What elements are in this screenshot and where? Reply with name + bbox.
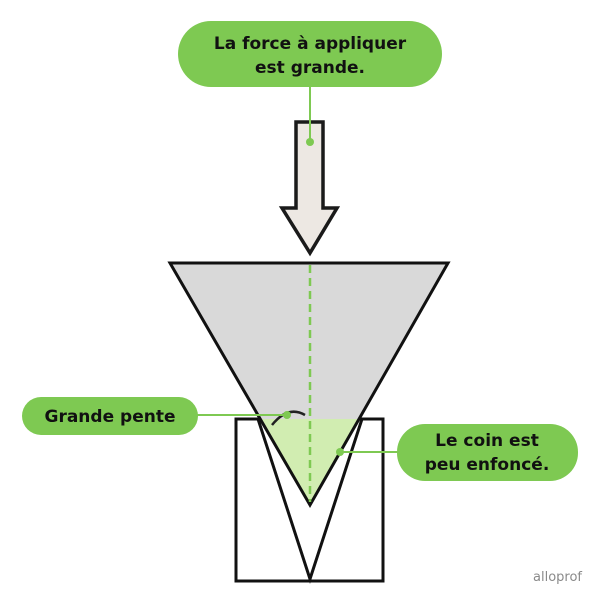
depth-callout: Le coin est peu enfoncé.: [397, 424, 578, 481]
force-callout-line1: La force à appliquer: [214, 34, 407, 54]
force-arrow: [278, 120, 341, 257]
depth-callout-line2: peu enfoncé.: [425, 455, 550, 475]
slope-callout: Grande pente: [22, 397, 198, 435]
slope-callout-text: Grande pente: [45, 407, 176, 427]
force-callout-line2: est grande.: [255, 58, 365, 78]
groove: [256, 418, 364, 584]
alloprof-logo: alloprof: [533, 570, 582, 585]
depth-leader-dot: [336, 448, 344, 456]
force-leader-dot: [306, 138, 314, 146]
force-callout: La force à appliquer est grande.: [178, 21, 442, 87]
wedge-outline: [167, 261, 451, 509]
depth-callout-line1: Le coin est: [435, 431, 539, 451]
slope-leader-dot: [283, 411, 291, 419]
